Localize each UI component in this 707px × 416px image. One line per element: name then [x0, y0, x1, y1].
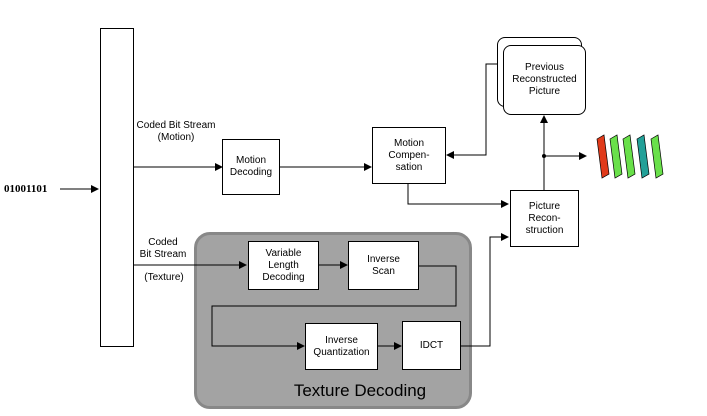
texture-decoding-title: Texture Decoding: [293, 381, 427, 400]
previous-picture-block: Previous Reconstructed Picture: [503, 45, 586, 115]
output-frame-1: [596, 134, 610, 179]
arrow-compensation-to-reconstruction: [407, 184, 509, 208]
arrow-scan-to-iq: [211, 265, 457, 350]
inverse-quantization-block: Inverse Quantization: [305, 323, 378, 370]
demultiplexer-block: [100, 28, 134, 347]
arrow-idct-to-reconstruction: [461, 233, 509, 347]
output-frame-5: [650, 134, 664, 179]
variable-length-decoding-block: Variable Length Decoding: [248, 241, 319, 290]
input-bitstream-label: 01001101: [4, 183, 48, 195]
picture-reconstruction-block: Picture Recon- struction: [510, 190, 579, 247]
output-frame-4: [636, 134, 650, 179]
texture-stream-label: Coded Bit Stream: [139, 237, 187, 260]
inverse-scan-block: Inverse Scan: [348, 241, 419, 290]
output-frame-3: [622, 134, 636, 179]
motion-compensation-block: Motion Compen- sation: [372, 127, 446, 184]
arrow-previous-to-compensation: [446, 63, 497, 159]
output-frame-2: [609, 134, 623, 179]
idct-block: IDCT: [402, 321, 461, 370]
junction-dot: [542, 154, 546, 158]
motion-decoding-block: Motion Decoding: [222, 139, 280, 195]
motion-stream-label: Coded Bit Stream (Motion): [136, 120, 216, 143]
texture-paren-label: (Texture): [144, 272, 184, 283]
